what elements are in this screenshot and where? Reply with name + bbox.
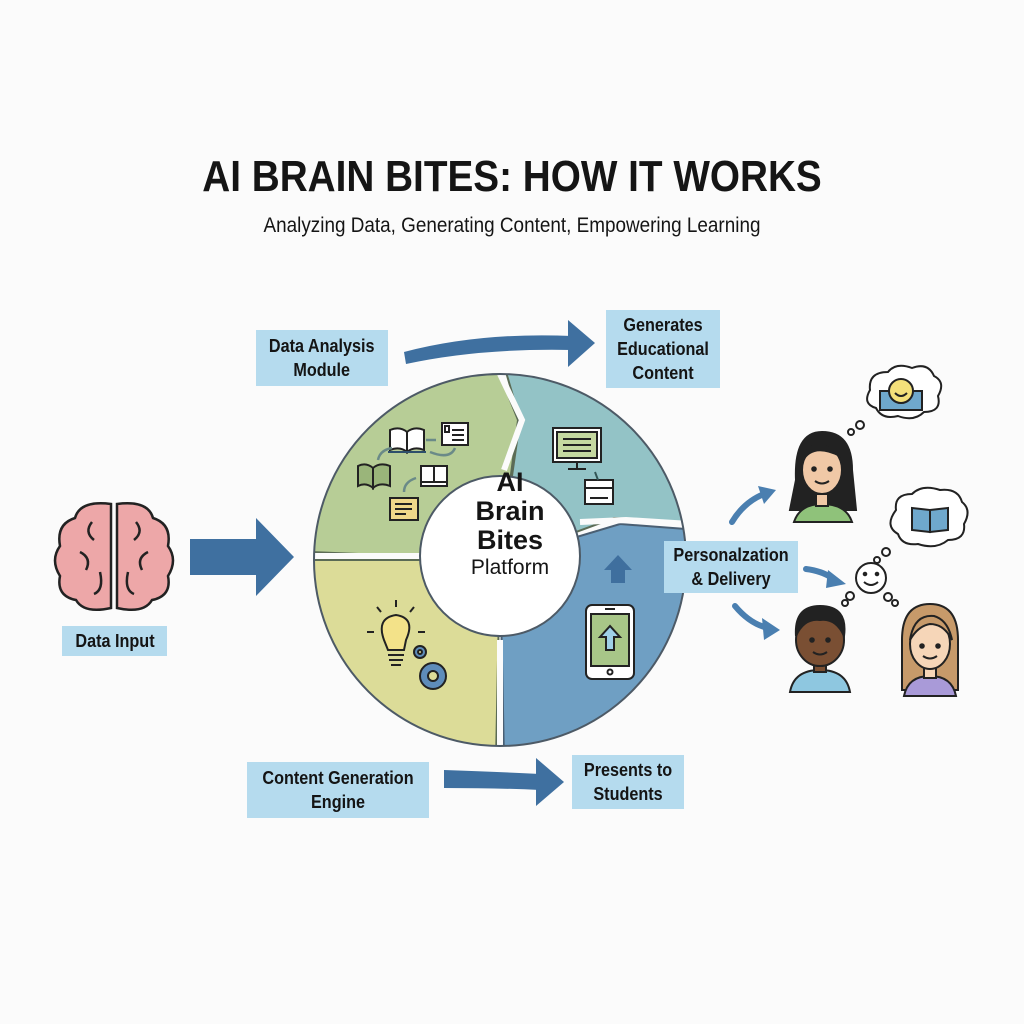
content-engine-line1: Content Generation: [262, 768, 414, 788]
smiley-icon: [841, 562, 899, 607]
data-analysis-label: Data Analysis Module: [256, 330, 388, 386]
hub-label: AI Brain Bites Platform: [430, 468, 590, 581]
personalization-line2: & Delivery: [691, 569, 771, 589]
gear-icon: [413, 645, 447, 690]
page-subtitle: Analyzing Data, Generating Content, Empo…: [263, 214, 761, 237]
page-title: AI BRAIN BITES: HOW IT WORKS: [202, 152, 822, 201]
arrow-engine-to-students: [444, 758, 564, 806]
hub-line-brain: Brain: [475, 496, 545, 526]
segment-dividers: [312, 372, 691, 750]
book-icon: [420, 465, 448, 487]
data-analysis-line1: Data Analysis: [269, 336, 375, 356]
content-engine-label: Content Generation Engine: [247, 762, 429, 818]
data-input-label: Data Input: [62, 626, 167, 656]
platform-hub: [419, 475, 581, 637]
student-girl-light-hair: [901, 602, 959, 697]
generates-line1: Generates: [623, 315, 703, 335]
browser-window-icon: [584, 471, 614, 505]
hub-line-ai: AI: [496, 467, 524, 497]
brain-icon: [53, 502, 175, 611]
student-boy: [788, 604, 852, 693]
hub-line-bites: Bites: [476, 525, 544, 555]
presents-label: Presents to Students: [572, 755, 684, 809]
data-analysis-line2: Module: [293, 360, 351, 380]
open-book-icon: [357, 463, 391, 491]
flow-arrow-icon: [402, 476, 417, 493]
flow-arrow-icon: [376, 446, 393, 461]
arrow-analysis-to-content: [404, 320, 595, 367]
hub-line-platform: Platform: [470, 556, 550, 579]
generates-line3: Content: [632, 363, 694, 383]
upload-arrow-icon: [604, 555, 632, 583]
thought-bubble-smiley: [847, 364, 943, 436]
data-input-text: Data Input: [74, 631, 155, 651]
thought-bubble-book: [873, 486, 969, 564]
student-girl-dark-hair: [788, 430, 858, 523]
personalization-line1: Personalzation: [673, 545, 789, 565]
flow-arrow-icon: [429, 447, 457, 457]
personalization-label: Personalzation & Delivery: [664, 541, 798, 593]
generates-line2: Educational: [617, 339, 709, 359]
content-engine-line2: Engine: [310, 792, 365, 812]
presents-line2: Students: [593, 784, 663, 804]
generates-content-label: Generates Educational Content: [606, 310, 720, 388]
presents-line1: Presents to: [583, 760, 673, 780]
document-icon: [441, 422, 469, 446]
lightbulb-icon: [367, 600, 425, 666]
tablet-icon: [585, 604, 635, 680]
note-card-icon: [389, 497, 419, 521]
arrow-to-student-1: [729, 491, 767, 525]
open-book-icon: [388, 427, 426, 455]
arrow-input-to-platform: [190, 518, 294, 596]
monitor-icon: [552, 427, 602, 470]
